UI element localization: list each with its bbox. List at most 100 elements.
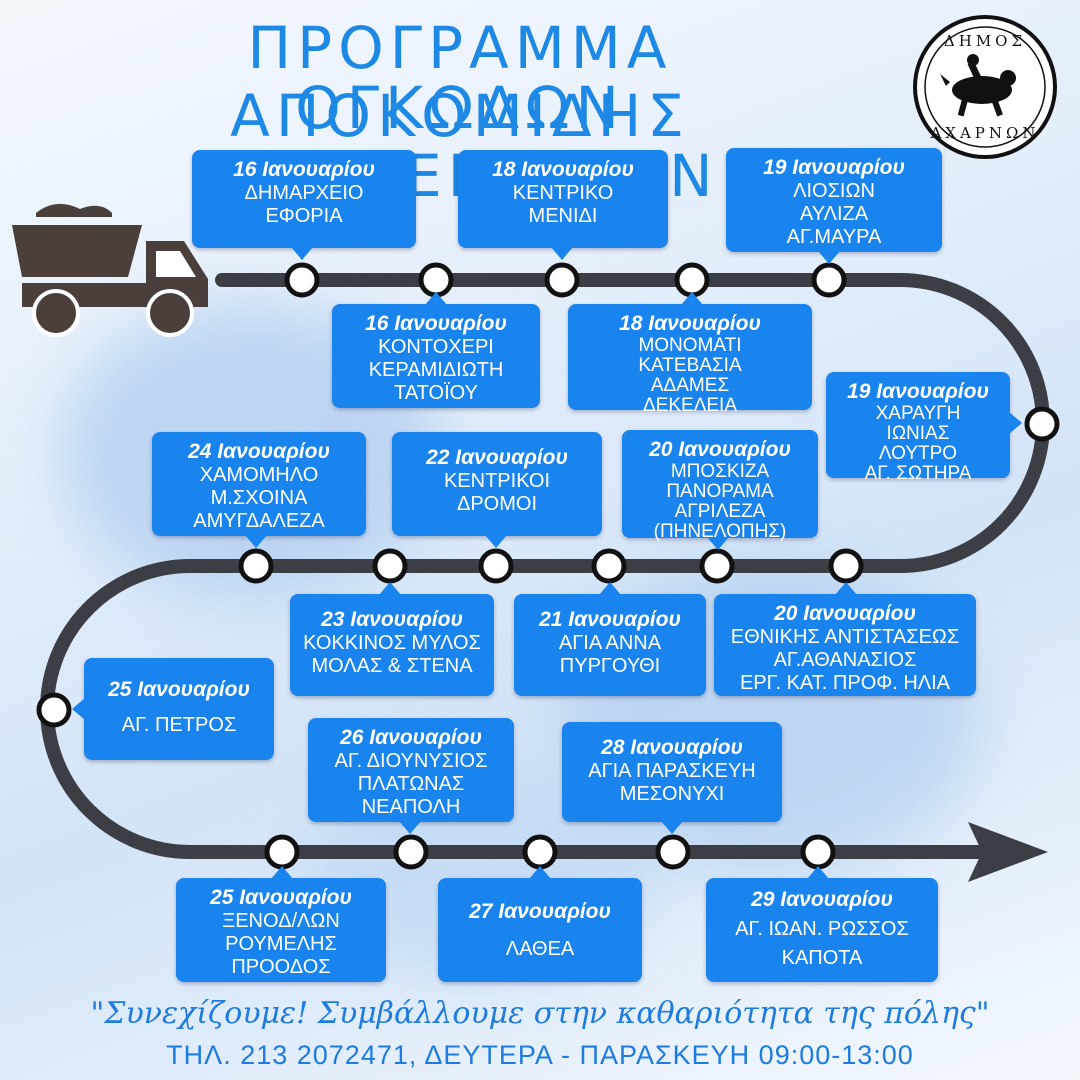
schedule-box: 16 Ιανουαρίου ΔΗΜΑΡΧΕΙΟ ΕΦΟΡΙΑ bbox=[192, 150, 416, 260]
schedule-place: ΚΑΠΟΤΑ bbox=[781, 947, 863, 969]
schedule-box: 18 Ιανουαρίου ΜΟΝΟΜΑΤΙ ΚΑΤΕΒΑΣΙΑ ΑΔΑΜΕΣ … bbox=[568, 292, 812, 416]
schedule-box: 20 Ιανουαρίου ΕΘΝΙΚΗΣ ΑΝΤΙΣΤΑΣΕΩΣ ΑΓ.ΑΘΑ… bbox=[714, 582, 976, 696]
stop-marker bbox=[655, 834, 691, 870]
stop-marker bbox=[36, 692, 72, 728]
schedule-place: (ΠΗΝΕΛΟΠΗΣ) bbox=[653, 521, 787, 542]
stop-marker bbox=[264, 834, 300, 870]
municipal-seal-icon: ΔΗΜΟΣ ΑΧΑΡΝΩΝ bbox=[910, 12, 1060, 162]
schedule-box: 29 Ιανουαρίου ΑΓ. ΙΩΑΝ. ΡΩΣΣΟΣ ΚΑΠΟΤΑ bbox=[706, 866, 938, 982]
stop-marker bbox=[238, 548, 274, 584]
stop-marker bbox=[828, 548, 864, 584]
schedule-place: ΠΛΑΤΩΝΑΣ bbox=[357, 773, 465, 795]
schedule-box: 28 Ιανουαρίου ΑΓΙΑ ΠΑΡΑΣΚΕΥΗ ΜΕΣΟΝΥΧΙ bbox=[562, 722, 782, 834]
schedule-place: Μ.ΣΧΟΙΝΑ bbox=[210, 487, 308, 509]
schedule-date: 19 Ιανουαρίου bbox=[763, 156, 905, 179]
schedule-date: 25 Ιανουαρίου bbox=[108, 678, 250, 701]
schedule-date: 20 Ιανουαρίου bbox=[774, 602, 916, 625]
schedule-place: ΚΟΚΚΙΝΟΣ ΜΥΛΟΣ bbox=[303, 632, 481, 654]
schedule-box: 20 Ιανουαρίου ΜΠΟΣΚΙΖΑ ΠΑΝΟΡΑΜΑ ΑΓΡΙΛΕΖΑ… bbox=[622, 430, 818, 550]
schedule-place: ΔΡΟΜΟΙ bbox=[456, 493, 538, 515]
schedule-box: 21 Ιανουαρίου ΑΓΙΑ ΑΝΝΑ ΠΥΡΓΟΥΘΙ bbox=[514, 582, 706, 696]
schedule-place: ΑΓ. ΣΩΤΗΡΑ bbox=[864, 463, 972, 484]
stop-marker bbox=[1024, 406, 1060, 442]
schedule-place: ΛΙΟΣΙΩΝ bbox=[793, 180, 875, 202]
schedule-place: ΜΠΟΣΚΙΖΑ bbox=[670, 461, 770, 482]
stop-marker bbox=[699, 548, 735, 584]
schedule-date: 23 Ιανουαρίου bbox=[321, 608, 463, 631]
schedule-place: ΑΓ.ΑΘΑΝΑΣΙΟΣ bbox=[773, 649, 917, 671]
schedule-place: ΤΑΤΟΪΟΥ bbox=[394, 382, 478, 404]
schedule-place: ΠΥΡΓΟΥΘΙ bbox=[559, 655, 661, 677]
schedule-place: ΜΟΝΟΜΑΤΙ bbox=[638, 335, 742, 356]
schedule-place: ΔΕΚΕΛΕΙΑ bbox=[642, 395, 738, 416]
schedule-date: 20 Ιανουαρίου bbox=[649, 438, 791, 461]
schedule-date: 28 Ιανουαρίου bbox=[601, 736, 743, 759]
schedule-place: ΠΡΟΟΔΟΣ bbox=[231, 956, 331, 978]
schedule-box: 19 Ιανουαρίου ΧΑΡΑΥΓΗ ΙΩΝΙΑΣ ΛΟΥΤΡΟ ΑΓ. … bbox=[826, 372, 1022, 484]
schedule-box: 27 Ιανουαρίου ΛΑΘΕΑ bbox=[438, 866, 642, 982]
schedule-place: ΑΔΑΜΕΣ bbox=[650, 375, 730, 396]
schedule-place: ΙΩΝΙΑΣ bbox=[886, 423, 950, 444]
schedule-place: ΔΗΜΑΡΧΕΙΟ bbox=[244, 182, 364, 204]
stop-marker bbox=[674, 262, 710, 298]
schedule-place: ΑΓΙΑ ΠΑΡΑΣΚΕΥΗ bbox=[588, 760, 756, 782]
schedule-date: 18 Ιανουαρίου bbox=[619, 312, 761, 335]
seal-graphic bbox=[913, 15, 1057, 159]
dump-truck-icon bbox=[12, 203, 208, 337]
schedule-box: 22 Ιανουαρίου ΚΕΝΤΡΙΚΟΙ ΔΡΟΜΟΙ bbox=[392, 432, 602, 548]
schedule-place: ΛΟΥΤΡΟ bbox=[878, 443, 958, 464]
schedule-box: 25 Ιανουαρίου ΞΕΝΟΔ/ΛΩΝ ΡΟΥΜΕΛΗΣ ΠΡΟΟΔΟΣ bbox=[176, 866, 386, 982]
slogan-text: "Συνεχίζουμε! Συμβάλλουμε στην καθαριότη… bbox=[90, 996, 990, 1031]
schedule-place: ΕΡΓ. ΚΑΤ. ΠΡΟΦ. ΗΛΙΑ bbox=[739, 672, 951, 694]
schedule-place: ΚΟΝΤΟΧΕΡΙ bbox=[378, 336, 494, 358]
schedule-date: 25 Ιανουαρίου bbox=[210, 886, 352, 909]
schedule-place: ΜΕΝΙΔΙ bbox=[528, 205, 598, 227]
schedule-place: ΠΑΝΟΡΑΜΑ bbox=[666, 481, 774, 502]
stop-marker bbox=[478, 548, 514, 584]
stop-marker bbox=[591, 548, 627, 584]
schedule-place: ΜΟΛΑΣ & ΣΤΕΝΑ bbox=[311, 655, 473, 677]
schedule-date: 19 Ιανουαρίου bbox=[847, 380, 989, 403]
schedule-date: 21 Ιανουαρίου bbox=[539, 608, 681, 631]
schedule-box: 19 Ιανουαρίου ΛΙΟΣΙΩΝ ΑΥΛΙΖΑ ΑΓ.ΜΑΥΡΑ bbox=[726, 148, 942, 264]
schedule-place: ΞΕΝΟΔ/ΛΩΝ bbox=[222, 910, 340, 932]
stop-marker bbox=[811, 262, 847, 298]
schedule-place: ΧΑΜΟΜΗΛΟ bbox=[199, 464, 319, 486]
stop-marker bbox=[418, 262, 454, 298]
schedule-place: ΜΕΣΟΝΥΧΙ bbox=[619, 783, 725, 805]
schedule-place: ΚΑΤΕΒΑΣΙΑ bbox=[638, 355, 742, 376]
schedule-date: 16 Ιανουαρίου bbox=[233, 158, 375, 181]
stop-marker bbox=[393, 834, 429, 870]
stop-marker bbox=[544, 262, 580, 298]
schedule-date: 26 Ιανουαρίου bbox=[340, 726, 482, 749]
schedule-date: 18 Ιανουαρίου bbox=[492, 158, 634, 181]
schedule-box: 23 Ιανουαρίου ΚΟΚΚΙΝΟΣ ΜΥΛΟΣ ΜΟΛΑΣ & ΣΤΕ… bbox=[290, 582, 494, 696]
schedule-box: 25 Ιανουαρίου ΑΓ. ΠΕΤΡΟΣ bbox=[72, 658, 274, 760]
page-title-line-1: ΠΡΟΓΡΑΜΜΑ ΑΠΟΚΟΜΙΔΗΣ bbox=[230, 14, 690, 150]
stop-marker bbox=[522, 834, 558, 870]
schedule-place: ΑΓΡΙΛΕΖΑ bbox=[674, 501, 766, 522]
schedule-place: ΑΓ.ΜΑΥΡΑ bbox=[786, 226, 882, 248]
contact-info: ΤΗΛ. 213 2072471, ΔΕΥΤΕΡΑ - ΠΑΡΑΣΚΕΥΗ 09… bbox=[166, 1040, 914, 1070]
stop-marker bbox=[284, 262, 320, 298]
schedule-place: ΧΑΡΑΥΓΗ bbox=[875, 403, 961, 424]
schedule-date: 22 Ιανουαρίου bbox=[426, 446, 568, 469]
schedule-place: ΚΕΡΑΜΙΔΙΩΤΗ bbox=[368, 359, 504, 381]
schedule-box: 24 Ιανουαρίου ΧΑΜΟΜΗΛΟ Μ.ΣΧΟΙΝΑ ΑΜΥΓΔΑΛΕ… bbox=[152, 432, 366, 548]
schedule-place: ΕΘΝΙΚΗΣ ΑΝΤΙΣΤΑΣΕΩΣ bbox=[730, 626, 960, 648]
schedule-place: ΕΦΟΡΙΑ bbox=[265, 205, 343, 227]
schedule-place: ΑΥΛΙΖΑ bbox=[799, 203, 869, 225]
schedule-box: 18 Ιανουαρίου ΚΕΝΤΡΙΚΟ ΜΕΝΙΔΙ bbox=[458, 150, 668, 260]
schedule-place: ΑΓΙΑ ΑΝΝΑ bbox=[558, 632, 662, 654]
schedule-date: 29 Ιανουαρίου bbox=[751, 888, 893, 911]
schedule-place: ΑΜΥΓΔΑΛΕΖΑ bbox=[193, 510, 325, 532]
schedule-place: ΑΓ. ΔΙΟΥΝΥΣΙΟΣ bbox=[334, 750, 488, 772]
schedule-place: ΝΕΑΠΟΛΗ bbox=[361, 796, 461, 818]
schedule-box: 26 Ιανουαρίου ΑΓ. ΔΙΟΥΝΥΣΙΟΣ ΠΛΑΤΩΝΑΣ ΝΕ… bbox=[308, 718, 514, 834]
schedule-date: 16 Ιανουαρίου bbox=[365, 312, 507, 335]
seal-top-text: ΔΗΜΟΣ bbox=[943, 32, 1027, 50]
schedule-box: 16 Ιανουαρίου ΚΟΝΤΟΧΕΡΙ ΚΕΡΑΜΙΔΙΩΤΗ ΤΑΤΟ… bbox=[332, 292, 540, 408]
schedule-place: ΚΕΝΤΡΙΚΟ bbox=[512, 182, 614, 204]
stop-marker bbox=[372, 548, 408, 584]
